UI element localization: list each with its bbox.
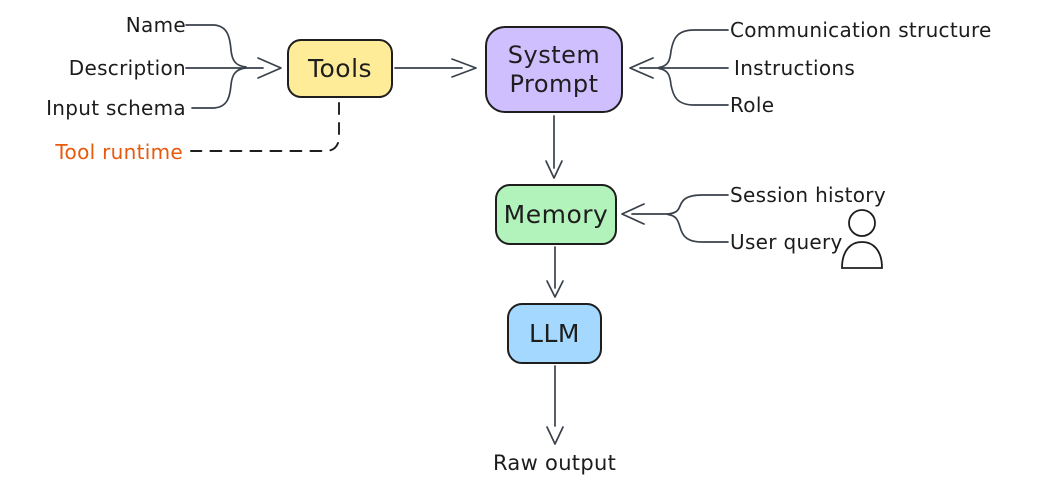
arrowhead-memory-to-llm-icon xyxy=(546,280,564,298)
arrowhead-into-tools-icon xyxy=(257,57,282,79)
arrowhead-into-system-prompt-icon xyxy=(629,57,654,79)
label-tool-runtime: Tool runtime xyxy=(55,140,183,164)
connector-communication-line xyxy=(658,29,729,69)
label-instructions: Instructions xyxy=(734,56,856,80)
dashed-tool-runtime-connector xyxy=(190,102,340,152)
label-raw-output: Raw output xyxy=(493,451,617,475)
arrowhead-into-memory-icon xyxy=(621,203,645,225)
node-llm: LLM xyxy=(507,303,602,364)
arrowhead-system-prompt-to-memory-icon xyxy=(545,160,563,179)
connector-role-line xyxy=(658,67,729,106)
label-input-schema: Input schema xyxy=(46,96,186,120)
label-name: Name xyxy=(125,13,186,37)
connector-session-history-line xyxy=(667,194,729,215)
user-icon xyxy=(841,209,883,269)
node-tools: Tools xyxy=(287,39,393,98)
label-description: Description xyxy=(68,56,186,80)
node-system-prompt: System Prompt xyxy=(485,26,623,113)
arrowhead-tools-to-system-prompt-icon xyxy=(451,58,477,78)
node-memory: Memory xyxy=(495,184,617,245)
connector-name-line xyxy=(185,24,247,68)
label-role: Role xyxy=(730,93,775,117)
connector-input-schema-line xyxy=(191,67,247,109)
arrowhead-llm-to-raw-output-icon xyxy=(546,426,564,445)
connector-user-query-line xyxy=(667,213,729,243)
label-user-query: User query xyxy=(730,230,843,254)
label-session-history: Session history xyxy=(730,183,886,207)
label-communication-structure: Communication structure xyxy=(730,18,992,42)
